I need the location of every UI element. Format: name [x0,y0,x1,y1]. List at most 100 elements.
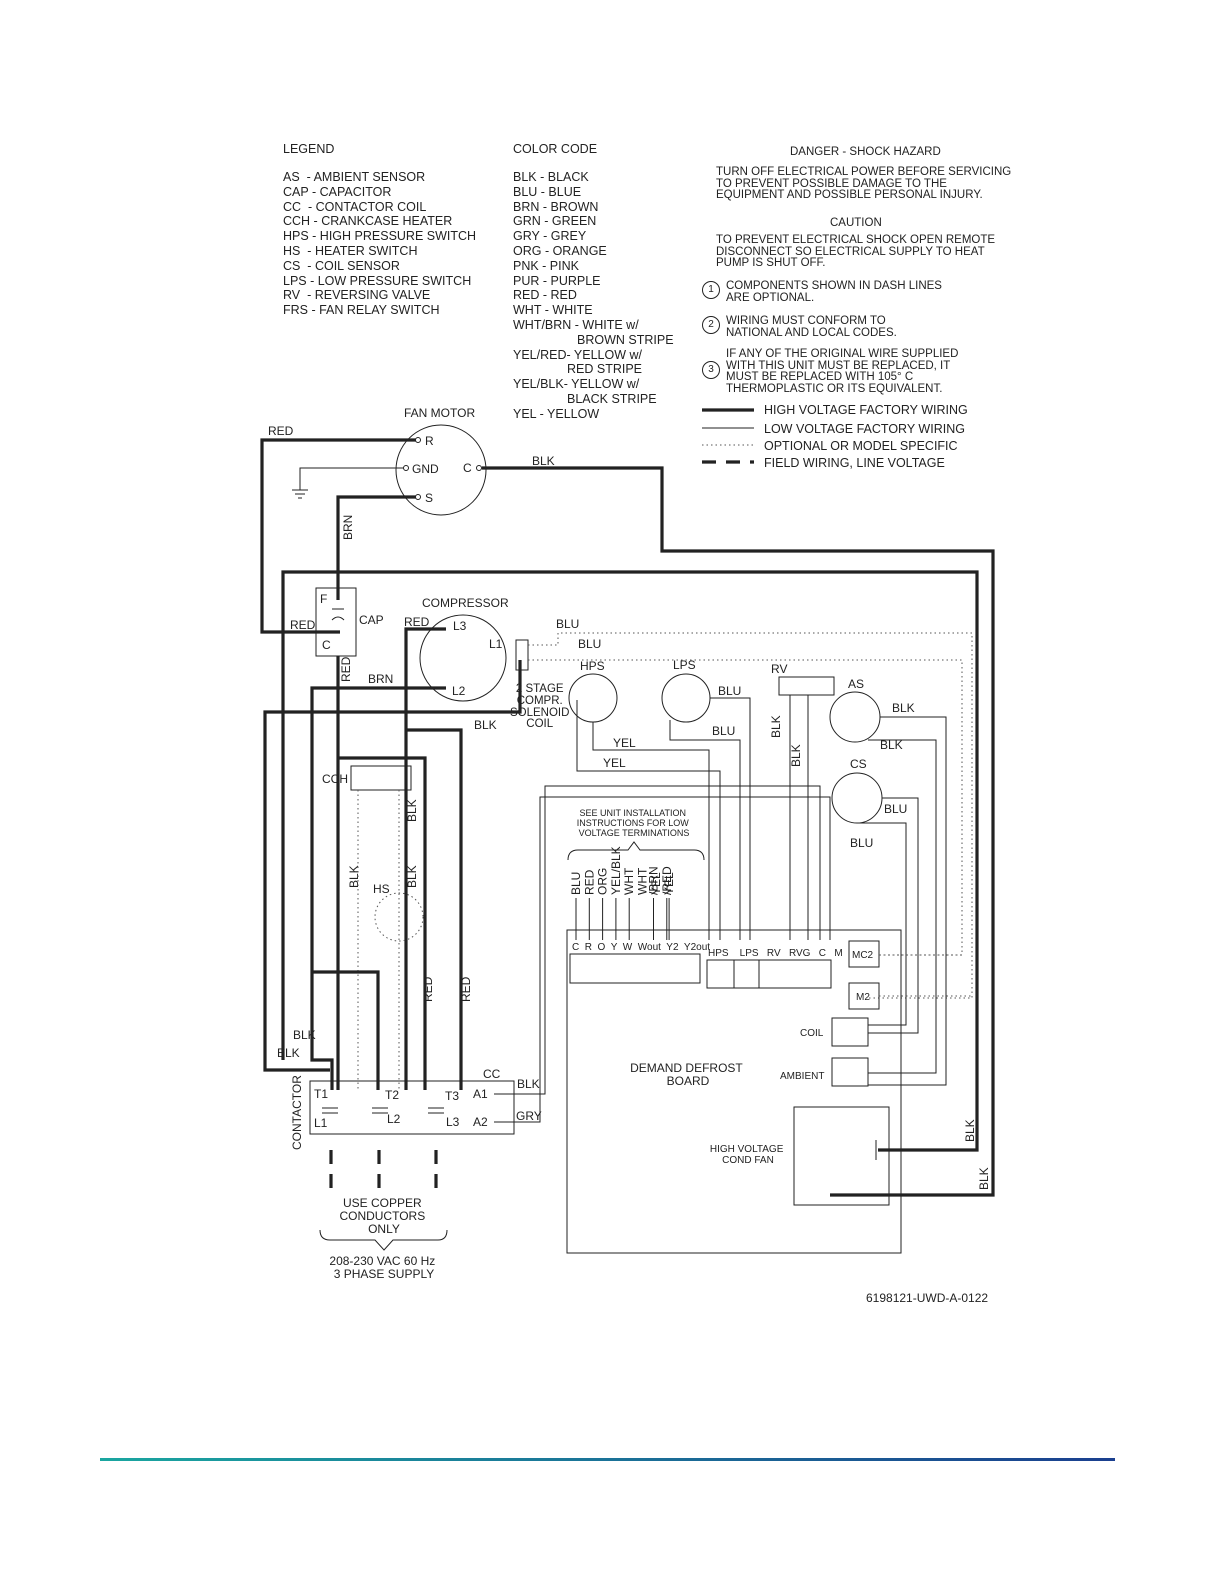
defrost-board-label: DEMAND DEFROST BOARD [630,1061,746,1088]
hs-switch-circle [374,892,424,942]
color-code-item: PUR - PURPLE [513,273,601,288]
color-code-item: BLU - BLUE [513,184,582,199]
as-label: AS [848,677,864,691]
contactor-l2: L2 [387,1112,401,1126]
compressor-label: COMPRESSOR [422,596,509,610]
color-code-item: ORG - ORANGE [513,243,607,258]
terminal-strip-left: C R O Y W Wout Y2 Y2out [572,942,710,953]
solenoid-box [515,639,529,671]
color-code-title: COLOR CODE [513,142,598,156]
contactor-box [309,1080,515,1135]
hv-fan-blk-label-1: BLK [963,1119,977,1142]
contactor-red-label-1: RED [421,976,435,1002]
lps-blu-label: BLU [712,724,735,738]
compressor-circle [419,614,507,702]
cc-label: CC [483,1067,501,1081]
fan-red-label: RED [268,424,294,438]
color-code-item: RED - RED [513,288,577,303]
note-text-3: IF ANY OF THE ORIGINAL WIRE SUPPLIED WIT… [726,348,959,395]
low-voltage-wire-label: /BRN [647,866,661,895]
wire-red-fan [260,438,416,634]
cap-label: CAP [359,613,384,627]
color-code-item: RED STRIPE [567,362,643,377]
fan-blk-label: BLK [532,454,555,468]
wire-blu-opt-2 [528,659,963,956]
line-key-field: FIELD WIRING, LINE VOLTAGE [764,456,945,470]
hps-circle [568,673,618,723]
wire-red-comp [404,627,446,1090]
contactor-blk-label-1: BLK [293,1028,316,1042]
low-voltage-wire-label: WHT [622,867,636,895]
low-voltage-wire-label: /RED [660,866,674,895]
contactor-red-label-2: RED [459,976,473,1002]
legend-item: HPS - HIGH PRESSURE SWITCH [283,229,477,244]
legend-item: CS - COIL SENSOR [283,258,400,273]
danger-text: TURN OFF ELECTRICAL POWER BEFORE SERVICI… [716,166,1012,202]
defrost-board [566,929,902,1254]
fan-terminal-r [415,437,421,443]
wire-cs-2 [857,822,907,1026]
cc-blk-label: BLK [517,1077,540,1091]
coil-connector [831,1017,869,1047]
low-voltage-wire-label: WHT [636,867,650,895]
mc2-label: MC2 [852,950,874,961]
comp-red-label: RED [404,615,430,629]
wire-blk-fan [482,466,995,1197]
footer-rule [100,1458,1115,1461]
hv-fan-blk-label-2: BLK [977,1167,991,1190]
ambient-label: AMBIENT [780,1071,824,1082]
solenoid-blu-label-1: BLU [556,617,579,631]
low-voltage-wire-label: BLU [569,872,583,895]
legend-item: CC - CONTACTOR COIL [283,199,427,214]
cap-red-label: RED [290,618,316,632]
fan-r-label: R [425,434,434,448]
cch-blk-label-1: BLK [405,799,419,822]
wire-red-t3b [406,728,463,1090]
color-code-item: YEL - YELLOW [513,406,600,421]
low-voltage-wire-label: YEL [662,872,676,895]
legend-item: CAP - CAPACITOR [283,184,392,199]
line-key-optional: OPTIONAL OR MODEL SPECIFIC [764,439,958,453]
lps-label: LPS [673,658,696,672]
rv-blk-label-2: BLK [789,744,803,767]
wire-brn-fan [336,495,416,600]
color-code-item: GRY - GREY [513,229,587,244]
as-sensor-circle [829,691,881,743]
m2-label: M2 [856,992,870,1003]
contactor-l1: L1 [314,1116,328,1130]
wire-as-1 [868,716,947,1086]
wire-blu-lps-2 [710,697,751,940]
color-code-item: BROWN STRIPE [577,332,674,347]
brace-supply [319,1229,448,1251]
cap-f-label: F [320,592,327,606]
wire-blk-comp [263,660,522,1072]
contactor-blk-label-2: BLK [277,1046,300,1060]
fan-s-label: S [425,491,433,505]
low-voltage-wire-label: ORG [596,868,610,895]
hv-cond-fan-box [793,1106,890,1206]
wire-cs-1 [868,797,919,1034]
rv-blk-label-1: BLK [769,715,783,738]
caution-title: CAUTION [830,217,882,229]
wire-blu-opt-1 [528,632,973,999]
wire-yel-hps [592,722,710,940]
fan-gnd-label: GND [412,462,439,476]
color-code-item: BLK - BLACK [513,170,589,184]
terminal-strip-right: HPS LPS RV RVG C M [708,948,843,959]
fan-terminal-s [415,494,421,500]
cch-label: CCH [322,772,348,786]
wire-cc-gry [494,796,831,1123]
wire-brn-comp [310,686,446,1090]
legend-title: LEGEND [283,142,335,156]
legend-item: FRS - FAN RELAY SWITCH [283,303,440,318]
cs-blu-label-1: BLU [884,802,907,816]
wire-blu-lps [669,720,741,940]
hv-cond-fan-label: HIGH VOLTAGE COND FAN [710,1144,786,1166]
color-code-item: BLACK STRIPE [567,391,657,406]
cch-blk-label-3: BLK [347,865,361,888]
terminal-block-left [569,953,701,984]
fan-motor-circle [395,424,487,516]
wire-brn-t2 [312,970,380,1090]
